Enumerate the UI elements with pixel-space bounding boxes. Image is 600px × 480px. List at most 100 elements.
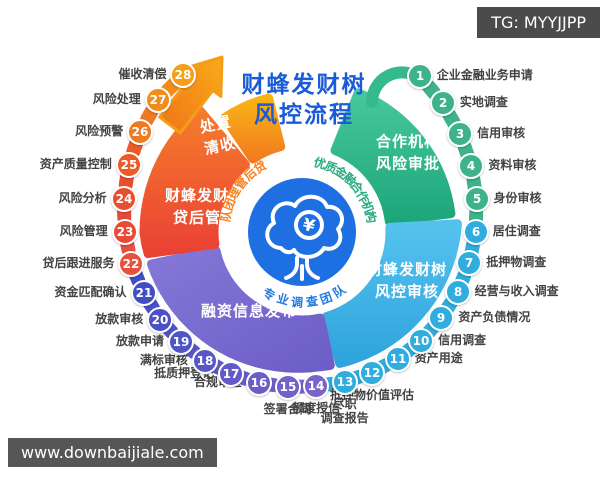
step-label-5: 身份审核 — [494, 191, 542, 205]
step-label-7: 抵押物调查 — [486, 255, 546, 269]
step-circle-4: 4 — [458, 153, 484, 179]
step-label-line: 资产负债情况 — [458, 310, 531, 325]
title-line2: 风控流程 — [254, 102, 354, 128]
step-label-line: 风险管理 — [59, 223, 108, 238]
coin-symbol: ¥ — [301, 215, 317, 237]
tg-watermark: TG: MYYJJPP — [477, 7, 600, 38]
step-circle-3: 3 — [447, 121, 473, 147]
diagram-title: 财蜂发财树 风控流程 — [236, 70, 372, 130]
step-label-4: 资料审核 — [488, 158, 536, 172]
step-circle-16: 16 — [246, 370, 272, 396]
segment-label-financing-info: 融资信息发布 — [201, 301, 297, 323]
step-circle-13: 13 — [332, 369, 358, 395]
segment-financing-info — [146, 245, 335, 373]
step-label-3: 信用审核 — [477, 126, 525, 140]
step-circle-27: 27 — [145, 87, 171, 113]
step-label-19: 放款申请 — [116, 334, 164, 348]
segment-label-line: 财蜂发财树 — [366, 260, 448, 279]
step-label-line: 企业金融业务申请 — [436, 67, 533, 82]
step-label-8: 经营与收入调查 — [475, 284, 559, 298]
step-label-line: 额度授信 — [292, 401, 341, 416]
step-label-line: 放款申请 — [115, 334, 164, 349]
segment-label-line: 贷后管理 — [172, 208, 238, 226]
step-circle-25: 25 — [116, 152, 142, 178]
step-label-6: 居住调查 — [493, 224, 541, 238]
step-circle-26: 26 — [127, 119, 153, 145]
step-label-line: 放款审核 — [95, 311, 144, 326]
step-label-25: 资产质量控制 — [40, 157, 112, 171]
step-label-9: 资产负债情况 — [458, 310, 530, 324]
step-label-line: 资金匹配确认 — [54, 285, 127, 300]
step-circle-23: 23 — [112, 219, 138, 245]
step-label-28: 催收清偿 — [118, 67, 166, 81]
step-circle-21: 21 — [131, 280, 157, 306]
step-circle-7: 7 — [456, 250, 482, 276]
segment-label-risk-review: 财蜂发财树 风控审核 — [367, 259, 447, 303]
step-label-line: 身份审核 — [493, 191, 542, 206]
step-circle-8: 8 — [445, 279, 471, 305]
segment-label-line: 风险审批 — [375, 154, 441, 172]
step-circle-17: 17 — [218, 361, 244, 387]
step-circle-24: 24 — [111, 186, 137, 212]
step-label-14: 额度授信 — [246, 401, 386, 415]
step-label-line: 资产用途 — [414, 350, 463, 365]
segment-label-post-loan: 财蜂发财树 贷后管理 — [165, 185, 245, 229]
center-hub: ¥ — [241, 171, 363, 293]
ring-text-char-survey-team: 调 — [290, 295, 304, 310]
step-circle-10: 10 — [408, 328, 434, 354]
step-circle-1: 1 — [407, 63, 433, 89]
title-line1: 财蜂发财树 — [241, 72, 367, 98]
step-label-line: 风险分析 — [58, 190, 107, 205]
step-circle-14: 14 — [303, 373, 329, 399]
site-watermark: www.downbaijiale.com — [8, 438, 217, 467]
step-label-line: 实地调查 — [459, 95, 508, 110]
step-label-line: 调查报告 — [320, 410, 369, 425]
step-circle-18: 18 — [192, 348, 218, 374]
segment-wedges — [139, 88, 462, 373]
step-circle-20: 20 — [147, 307, 173, 333]
segment-label-line: 财蜂发财树 — [164, 186, 246, 205]
step-circle-2: 2 — [430, 90, 456, 116]
step-label-line: 尽职 — [332, 396, 357, 411]
step-label-line: 催收清偿 — [118, 66, 167, 81]
step-label-1: 企业金融业务申请 — [437, 68, 533, 82]
step-circle-5: 5 — [464, 186, 490, 212]
step-label-26: 风险预警 — [75, 124, 123, 138]
step-label-22: 贷后跟进服务 — [42, 256, 114, 270]
step-label-line: 资料审核 — [488, 158, 537, 173]
step-label-2: 实地调查 — [460, 95, 508, 109]
step-label-27: 风险处理 — [93, 92, 141, 106]
step-label-line: 资产质量控制 — [39, 156, 112, 171]
segment-label-partner-approval: 合作机构 风险审批 — [376, 131, 440, 175]
step-label-13: 尽职调查报告 — [275, 397, 415, 425]
step-label-21: 资金匹配确认 — [55, 285, 127, 299]
segment-post-loan — [139, 106, 250, 259]
step-label-line: 居住调查 — [492, 223, 541, 238]
step-label-line: 贷后跟进服务 — [42, 255, 115, 270]
step-label-24: 风险分析 — [59, 191, 107, 205]
segment-partner-approval — [330, 88, 456, 226]
step-label-line: 信用审核 — [477, 125, 526, 140]
segment-label-line: 融资信息发布 — [200, 302, 298, 321]
step-circle-28: 28 — [170, 62, 196, 88]
step-label-line: 风险处理 — [92, 92, 141, 107]
segment-risk-review — [321, 219, 462, 368]
step-label-line: 信用调查 — [438, 332, 487, 347]
ring-text-char-survey-team: 查 — [305, 293, 319, 310]
step-circle-15: 15 — [275, 374, 301, 400]
step-circle-9: 9 — [428, 305, 454, 331]
step-circle-11: 11 — [385, 346, 411, 372]
step-label-15: 签署合同 — [218, 402, 358, 416]
step-label-23: 风险管理 — [60, 224, 108, 238]
step-circle-6: 6 — [463, 219, 489, 245]
step-label-10: 信用调查 — [438, 333, 486, 347]
segment-label-line: 合作机构 — [375, 132, 441, 151]
step-circle-19: 19 — [168, 329, 194, 355]
step-label-line: 风险预警 — [75, 123, 124, 138]
step-label-line: 签署合同 — [263, 401, 312, 416]
step-label-18: 满标审核 — [140, 353, 188, 367]
step-label-11: 资产用途 — [415, 351, 463, 365]
step-circle-12: 12 — [359, 360, 385, 386]
segment-disposal — [220, 93, 286, 164]
